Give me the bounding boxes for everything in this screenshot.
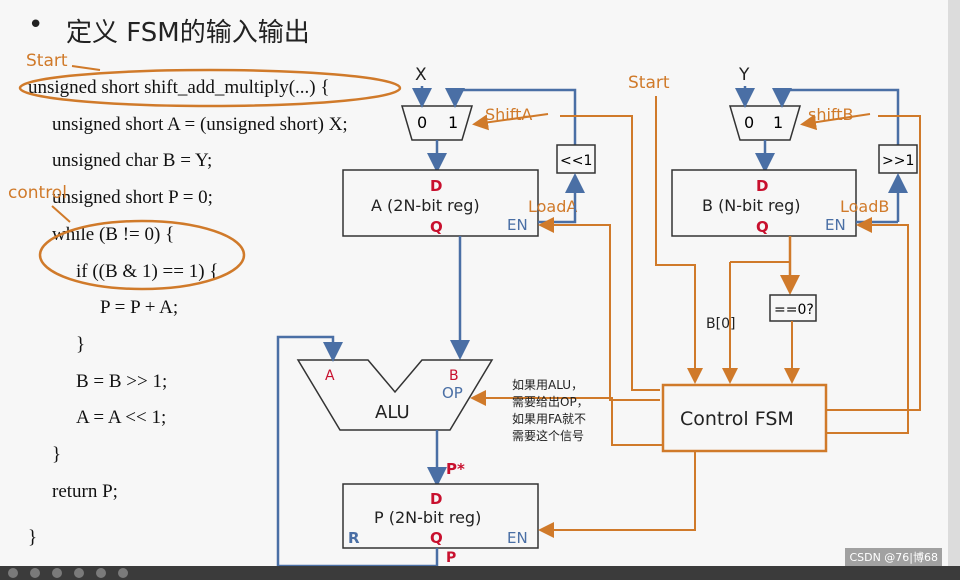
shift-left-label: <<1 xyxy=(560,153,592,169)
register-p: D P (2N-bit reg) R Q EN xyxy=(342,483,539,549)
player-toolbar xyxy=(0,566,128,580)
zoom-icon[interactable] xyxy=(74,568,84,578)
svg-text:需要这个信号: 需要这个信号 xyxy=(512,428,584,443)
svg-text:Q: Q xyxy=(430,218,443,236)
toolbar-button-2[interactable] xyxy=(30,568,40,578)
svg-text:EN: EN xyxy=(507,529,528,547)
svg-text:D: D xyxy=(430,177,442,195)
svg-text:R: R xyxy=(348,529,360,547)
svg-text:如果用FA就不: 如果用FA就不 xyxy=(512,411,586,426)
toolbar-button-1[interactable] xyxy=(8,568,18,578)
control-fsm-box xyxy=(661,383,828,453)
p-output-label: P xyxy=(446,550,456,566)
code-line-3: unsigned char B = Y; xyxy=(52,150,213,171)
register-a: D A (2N-bit reg) Q EN xyxy=(342,169,539,237)
svg-text:0: 0 xyxy=(417,113,427,132)
register-b: D B (N-bit reg) Q EN xyxy=(671,169,857,237)
load-b-label: LoadB xyxy=(840,197,889,216)
svg-text:0: 0 xyxy=(744,113,754,132)
start-annotation-label: Start xyxy=(26,51,68,71)
svg-text:B: B xyxy=(449,368,459,384)
zero-check-box xyxy=(769,294,817,322)
bottom-bar xyxy=(0,566,960,580)
start-input-label: Start xyxy=(628,73,670,93)
code-line-5: while (B != 0) { xyxy=(52,224,175,245)
svg-text:1: 1 xyxy=(448,113,458,132)
back-icon[interactable] xyxy=(118,568,128,578)
svg-text:A (2N-bit reg): A (2N-bit reg) xyxy=(371,196,480,215)
x-input-label: X xyxy=(415,65,427,85)
control-fsm-label: Control FSM xyxy=(680,408,794,430)
b0-label: B[0] xyxy=(706,316,735,332)
p-star-label: P* xyxy=(446,460,465,478)
code-line-10: A = A << 1; xyxy=(76,407,167,428)
mux-a: 0 1 xyxy=(400,105,474,141)
y-input-label: Y xyxy=(738,65,750,85)
svg-text:A: A xyxy=(325,368,335,384)
svg-text:OP: OP xyxy=(442,384,463,402)
svg-text:P (2N-bit reg): P (2N-bit reg) xyxy=(374,508,481,527)
code-line-1: unsigned short shift_add_multiply(...) { xyxy=(28,77,330,98)
op-note: 如果用ALU， 需要给出OP， 如果用FA就不 需要这个信号 xyxy=(512,377,589,443)
shift-left-box xyxy=(556,144,596,174)
zero-check-label: ==0? xyxy=(774,302,814,318)
code-line-4: unsigned short P = 0; xyxy=(52,187,213,208)
shift-b-label: shiftB xyxy=(808,105,854,124)
svg-text:B (N-bit reg): B (N-bit reg) xyxy=(702,196,800,215)
code-line-9: B = B >> 1; xyxy=(76,371,168,392)
svg-text:如果用ALU，: 如果用ALU， xyxy=(512,377,583,392)
svg-text:ALU: ALU xyxy=(375,402,410,423)
svg-text:需要给出OP，: 需要给出OP， xyxy=(512,395,589,409)
svg-text:EN: EN xyxy=(825,216,846,234)
svg-text:EN: EN xyxy=(507,216,528,234)
right-scroll-edge xyxy=(948,0,960,580)
watermark: CSDN @76|博68 xyxy=(845,548,942,566)
pen-tool-icon[interactable] xyxy=(52,568,62,578)
shift-a-label: ShiftA xyxy=(485,105,532,124)
svg-text:Q: Q xyxy=(756,218,769,236)
title-bullet: • xyxy=(28,10,44,40)
start-annotation: Start xyxy=(18,51,402,108)
code-line-6: if ((B & 1) == 1) { xyxy=(76,261,219,282)
svg-text:D: D xyxy=(756,177,768,195)
more-icon[interactable] xyxy=(96,568,106,578)
code-line-2: unsigned short A = (unsigned short) X; xyxy=(52,114,348,135)
control-annotation-label: control xyxy=(8,183,67,203)
control-annotation: control xyxy=(8,183,246,291)
code-line-8: } xyxy=(76,334,86,355)
slide-title: 定义 FSM的输入输出 xyxy=(66,18,310,48)
svg-text:D: D xyxy=(430,490,442,508)
code-line-7: P = P + A; xyxy=(100,297,179,318)
code-line-11: } xyxy=(52,444,62,465)
svg-text:1: 1 xyxy=(773,113,783,132)
code-line-13: } xyxy=(28,527,38,548)
mux-b: 0 1 xyxy=(728,105,802,141)
load-a-label: LoadA xyxy=(528,197,577,216)
alu: A B OP ALU xyxy=(296,359,494,431)
shift-right-label: >>1 xyxy=(882,153,914,169)
code-line-12: return P; xyxy=(52,481,118,502)
svg-text:Q: Q xyxy=(430,529,443,547)
shift-right-box xyxy=(878,144,918,174)
